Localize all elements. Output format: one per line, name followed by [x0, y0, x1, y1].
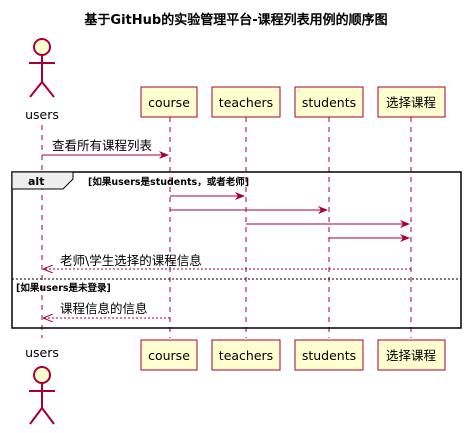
- alt-fragment: [11, 171, 462, 329]
- participant-teachers-top: [211, 86, 281, 118]
- message-selected-course-info-label: 老师\学生选择的课程信息: [60, 253, 202, 268]
- participant-teachers-label-bottom: teachers: [219, 348, 273, 363]
- participant-teachers-label-top: teachers: [219, 95, 273, 110]
- message-view-all-courses-label: 查看所有课程列表: [52, 138, 153, 153]
- diagram-title: 基于GitHub的实验管理平台-课程列表用例的顺序图: [83, 12, 387, 28]
- actor-users-label-bottom: users: [25, 345, 59, 360]
- participant-students-label-top: students: [302, 95, 356, 110]
- participant-students-label-bottom: students: [302, 348, 356, 363]
- participant-select-course-top: [377, 86, 446, 118]
- actor-users-label-top: users: [25, 107, 59, 122]
- message-course-info-label: 课程信息的信息: [60, 301, 148, 316]
- participant-select-course-bottom: [377, 339, 446, 371]
- participant-course-top: [140, 86, 198, 118]
- participant-course-bottom: [140, 339, 198, 371]
- participant-students-bottom: [294, 339, 364, 371]
- alt-guard-1: [如果users是students，或者老师]: [88, 176, 249, 188]
- alt-fragment-tab: [11, 171, 74, 190]
- participant-teachers-bottom: [211, 339, 281, 371]
- alt-guard-2: [如果users是未登录]: [16, 282, 111, 294]
- participant-course-label-top: course: [148, 95, 190, 110]
- actor-users-top: [29, 38, 55, 98]
- participant-select-course-label-top: 选择课程: [386, 95, 437, 110]
- participant-students-top: [294, 86, 364, 118]
- participant-select-course-label-bottom: 选择课程: [386, 348, 437, 363]
- alt-keyword: alt: [28, 175, 44, 188]
- participant-course-label-bottom: course: [148, 348, 190, 363]
- actor-users-bottom: [29, 366, 55, 425]
